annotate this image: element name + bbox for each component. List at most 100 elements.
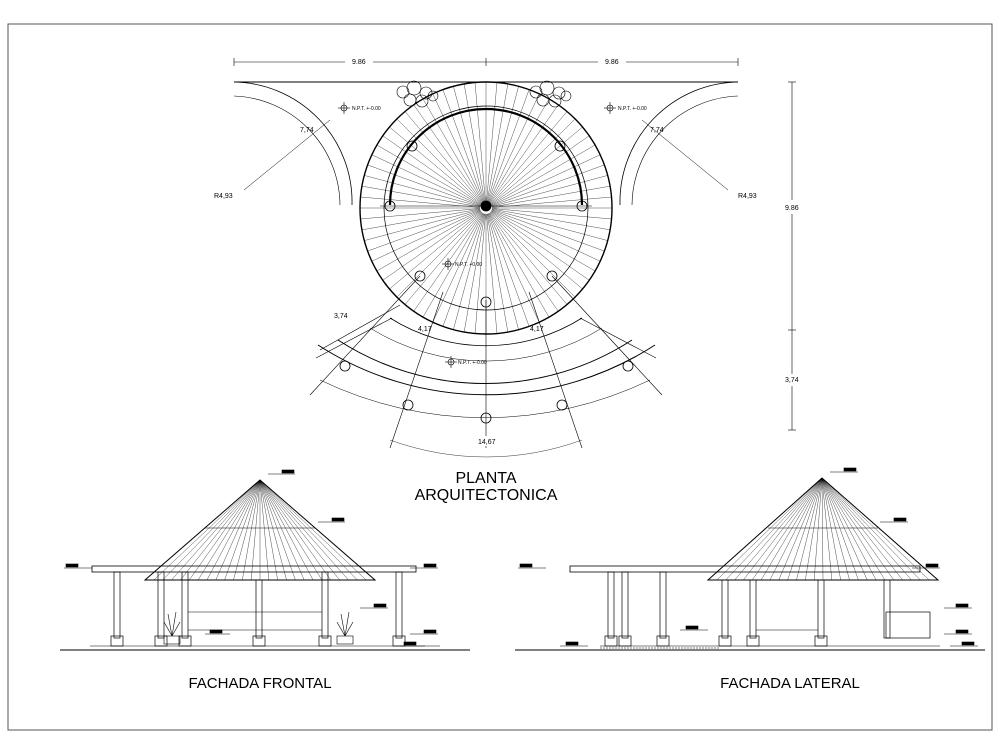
roof-rib	[821, 477, 939, 581]
roof-rib	[769, 477, 823, 581]
plan-title-line1: PLANTA	[455, 470, 516, 487]
roof-rib	[224, 479, 261, 581]
rafter-line	[361, 185, 481, 208]
level-marker-left	[338, 102, 350, 114]
sheet-border	[7, 23, 993, 731]
inner-ring-arc	[388, 107, 584, 206]
front-elevation-title: FACHADA FRONTAL	[188, 675, 331, 692]
rafter-line	[474, 213, 486, 334]
rafter-line	[364, 175, 481, 207]
rafter-line	[488, 98, 550, 203]
roof-rib	[171, 479, 261, 581]
roof-rib	[259, 479, 340, 581]
roof-rib	[259, 479, 278, 581]
level-right: N.P.T. +-0.00	[618, 106, 647, 112]
roof-rib	[734, 477, 823, 581]
arc-label-left: 7,74	[300, 127, 314, 134]
arc-inner-left: 4,17	[418, 326, 432, 333]
planter-right	[529, 80, 572, 108]
rafter-line	[422, 98, 484, 203]
plan-title-line2: ARQUITECTONICA	[415, 487, 558, 504]
rafter-line	[413, 104, 483, 204]
rafter-line	[489, 111, 568, 204]
rafter-line	[364, 209, 481, 241]
front-level-tags	[64, 469, 438, 647]
roof-rib	[821, 477, 903, 581]
rafter-line	[486, 83, 509, 203]
roof-rib	[259, 479, 296, 581]
rafter-line	[491, 209, 608, 241]
rafter-line	[488, 213, 550, 318]
rafter-line	[453, 86, 485, 203]
roof-rib	[821, 477, 912, 581]
roof-rib	[716, 477, 823, 581]
arc-inner-right: 4,17	[530, 326, 544, 333]
roof-rib	[259, 479, 349, 581]
roof-rib	[813, 477, 823, 581]
rafter-line	[404, 212, 483, 305]
rafter-line	[491, 154, 601, 206]
roof-rib	[206, 479, 261, 581]
rafter-line	[491, 208, 612, 220]
roof-rib	[760, 477, 823, 581]
rafter-line	[486, 213, 509, 333]
rafter-line	[491, 208, 611, 231]
rafter-line	[442, 89, 485, 203]
rafter-line	[488, 93, 540, 203]
rafter-line	[487, 213, 530, 327]
rafter-line	[422, 213, 484, 318]
rafter-line	[396, 118, 482, 204]
rafter-line	[382, 211, 482, 281]
front-plant-left	[163, 611, 181, 645]
rafter-line	[486, 82, 498, 203]
roof-rib	[752, 477, 823, 581]
roof-rib	[821, 477, 930, 581]
rafter-line	[361, 208, 481, 231]
roof-rib	[189, 479, 261, 581]
rafter-line	[491, 164, 605, 207]
rafter-line	[487, 86, 519, 203]
rafter-line	[487, 213, 519, 330]
roof-rib	[821, 477, 833, 581]
rafter-line	[432, 213, 484, 323]
roof-rafters	[360, 82, 612, 334]
roof-rib	[259, 479, 367, 581]
rafter-line	[491, 196, 612, 208]
left-arc	[233, 81, 353, 206]
rafter-line	[488, 213, 540, 323]
rafter-line	[376, 144, 481, 206]
rafter-line	[367, 164, 481, 207]
rafter-line	[490, 118, 576, 204]
radius-label-left: R4,93	[214, 193, 233, 200]
dim-top-right: 9.86	[605, 59, 619, 66]
rafter-line	[487, 89, 530, 203]
rafter-line	[491, 185, 611, 208]
roof-rib	[259, 479, 270, 581]
side-elevation	[515, 467, 985, 651]
rafter-line	[442, 213, 485, 327]
rafter-line	[371, 154, 481, 206]
rafter-line	[486, 213, 498, 334]
level-left: N.P.T. +-0.00	[352, 106, 381, 112]
rafter-line	[489, 104, 559, 204]
rafter-line	[376, 210, 481, 272]
rafter-line	[490, 126, 583, 205]
front-elevation	[60, 469, 470, 651]
rafter-line	[382, 135, 482, 205]
front-flat-roof	[91, 565, 417, 573]
level-center: N.P.T. +0.00	[455, 262, 482, 268]
roof-rib	[259, 479, 287, 581]
rafter-line	[489, 212, 559, 312]
porch-outer-arc	[317, 344, 656, 396]
front-columns	[110, 571, 406, 647]
roof-rib	[259, 479, 376, 581]
columns	[339, 140, 634, 424]
roof-rib	[821, 477, 921, 581]
dim-right-lower: 3,74	[785, 377, 799, 384]
roof-rib	[259, 479, 323, 581]
rafter-line	[490, 211, 583, 290]
roof-rib	[197, 479, 261, 581]
rafter-line	[360, 208, 481, 220]
roof-rib	[821, 477, 859, 581]
